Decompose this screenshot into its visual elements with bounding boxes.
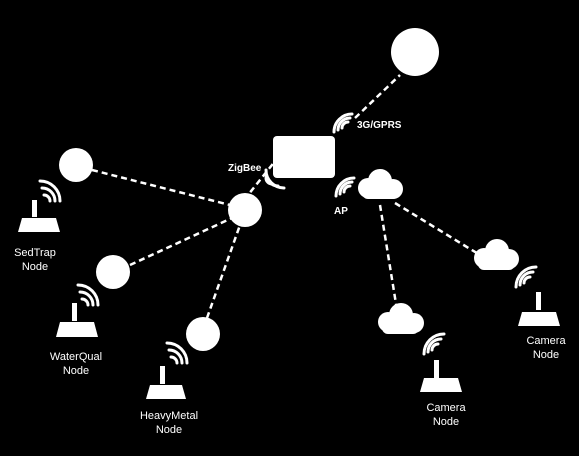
waterqual-sensor-node [96, 255, 130, 289]
camera-cloud-1 [378, 303, 424, 334]
ap-label: AP [334, 206, 348, 217]
camera-node-1-label: Camera Node [422, 401, 470, 429]
zigbee-wave-icon [264, 168, 286, 190]
zigbee-coordinator-node [228, 193, 262, 227]
ap-wave-icon [334, 176, 356, 198]
waterqual-device-icon [56, 283, 100, 337]
heavymetal-node-label: HeavyMetal Node [137, 409, 201, 437]
waterqual-node-label-line1: WaterQual [49, 351, 103, 363]
link-sedtrap-coordinator [91, 168, 231, 207]
remote-server-node [391, 28, 439, 76]
heavymetal-node-label-line1: HeavyMetal [139, 410, 199, 422]
camera-node-2-label-line2: Node [532, 349, 560, 361]
waterqual-node-label: WaterQual Node [48, 350, 104, 378]
gsm-label: 3G/GPRS [357, 120, 402, 131]
camera-node-1-label-line1: Camera [426, 402, 466, 414]
sedtrap-node-label-line2: Node [21, 261, 49, 273]
link-gateway-internet [354, 74, 401, 119]
waterqual-node-label-line2: Node [62, 365, 90, 377]
sedtrap-node-label: SedTrap Node [12, 246, 58, 274]
zigbee-label: ZigBee [228, 163, 262, 174]
camera-node-2-label: Camera Node [522, 334, 570, 362]
link-ap-camera1-cloud [378, 204, 399, 311]
sedtrap-device-icon [18, 179, 62, 232]
sedtrap-sensor-node [59, 148, 93, 182]
sedtrap-node-label-line1: SedTrap [14, 247, 56, 259]
gsm-wave-icon [332, 112, 354, 134]
camera-node-2-label-line1: Camera [526, 335, 566, 347]
camera1-device-icon [420, 332, 462, 392]
gateway-box [273, 136, 335, 178]
link-waterqual-coordinator [129, 216, 233, 267]
heavymetal-device-icon [146, 341, 189, 399]
heavymetal-node-label-line2: Node [155, 424, 183, 436]
ap-cloud [358, 169, 403, 199]
camera-node-1-label-line2: Node [432, 416, 460, 428]
link-heavymetal-coordinator [205, 224, 242, 319]
heavymetal-sensor-node [186, 317, 220, 351]
link-ap-camera2-cloud [394, 201, 481, 257]
camera2-device-icon [514, 265, 560, 326]
camera-cloud-2 [474, 239, 519, 270]
